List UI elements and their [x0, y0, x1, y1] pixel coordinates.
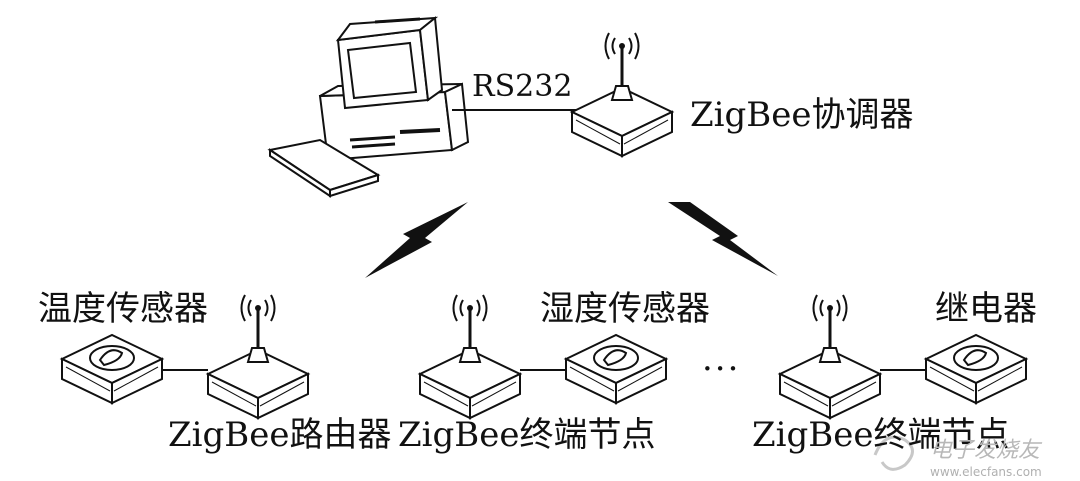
- temperature-sensor-icon: [62, 335, 162, 403]
- watermark-url: www.elecfans.com: [930, 465, 1042, 479]
- temp-sensor-label: 温度传感器: [38, 289, 208, 329]
- router-device-icon: [208, 295, 308, 418]
- end-node-device-icon: [420, 295, 520, 418]
- humidity-sensor-label: 湿度传感器: [540, 289, 710, 329]
- router-label: ZigBee路由器: [168, 415, 392, 455]
- coordinator-label: ZigBee协调器: [690, 95, 914, 135]
- end-node-device-icon: [780, 295, 880, 418]
- wireless-link-icon: [668, 202, 778, 276]
- end-node-label: ZigBee终端节点: [398, 415, 656, 455]
- end-node-label: ZigBee终端节点: [752, 415, 1010, 455]
- rs232-label: RS232: [472, 69, 573, 104]
- watermark-logo-icon: [873, 435, 914, 471]
- relay-label: 继电器: [935, 289, 1037, 329]
- watermark-text: 电子发烧友: [930, 438, 1041, 463]
- relay-device-icon: [926, 335, 1026, 403]
- coordinator-device-icon: [572, 33, 672, 156]
- wireless-link-icon: [365, 202, 468, 278]
- ellipsis-label: ···: [702, 349, 741, 389]
- humidity-sensor-icon: [566, 335, 666, 403]
- computer-icon: [267, 16, 470, 198]
